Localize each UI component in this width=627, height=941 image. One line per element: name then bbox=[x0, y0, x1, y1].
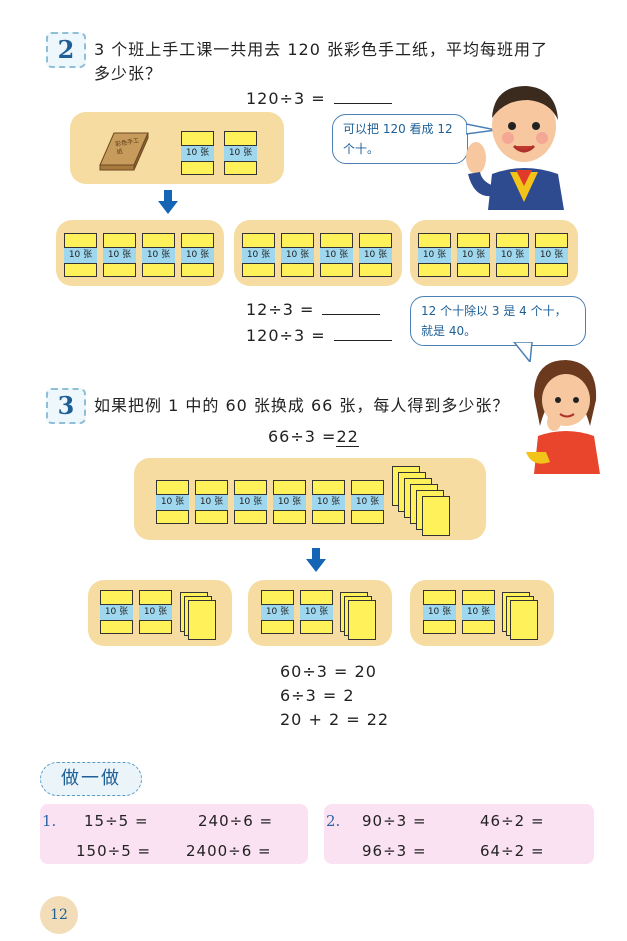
step-equation: 60÷3 = 20 bbox=[280, 662, 377, 681]
bubble-tail-icon bbox=[466, 123, 496, 135]
pack-label: 10 张 bbox=[139, 604, 172, 621]
pack-10: 10 张 bbox=[181, 131, 214, 175]
exercise: 2400÷6 = bbox=[186, 842, 272, 860]
pack-label: 10 张 bbox=[462, 604, 495, 621]
pack-label: 10 张 bbox=[535, 247, 568, 264]
pack-10: 10 张 bbox=[224, 131, 257, 175]
example-2-badge: 2 bbox=[46, 32, 86, 68]
pack-label: 10 张 bbox=[273, 494, 306, 511]
exercise: 150÷5 = bbox=[76, 842, 152, 860]
example-2-question-line2: 多少张？ bbox=[94, 64, 163, 83]
pack-10: 10 张 bbox=[181, 233, 214, 277]
equation-text: 66÷3 = bbox=[268, 427, 337, 446]
pack-10: 10 张 bbox=[300, 590, 333, 634]
practice-box-2 bbox=[324, 804, 594, 864]
pack-10: 10 张 bbox=[139, 590, 172, 634]
equation-120-div-3-bottom: 120÷3 = bbox=[246, 326, 392, 345]
pack-label: 10 张 bbox=[100, 604, 133, 621]
pack-label: 10 张 bbox=[351, 494, 384, 511]
step-equation: 6÷3 = 2 bbox=[280, 686, 355, 705]
practice-title: 做一做 bbox=[40, 762, 142, 796]
girl-illustration bbox=[526, 360, 600, 474]
equation-66-div-3: 66÷3 =22 bbox=[268, 427, 359, 447]
equation-120-div-3-top: 120÷3 = bbox=[246, 89, 392, 108]
example-2-question-line1: 3 个班上手工课一共用去 120 张彩色手工纸，平均每班用了 bbox=[94, 40, 548, 59]
pack-label: 10 张 bbox=[64, 247, 97, 264]
pack-label: 10 张 bbox=[142, 247, 175, 264]
exercise: 90÷3 = bbox=[362, 812, 427, 830]
practice-box-1 bbox=[40, 804, 308, 864]
loose-sheet bbox=[510, 600, 538, 640]
pack-label: 10 张 bbox=[423, 604, 456, 621]
pack-10: 10 张 bbox=[273, 480, 306, 524]
example-3-badge: 3 bbox=[46, 388, 86, 424]
boy-illustration bbox=[466, 86, 564, 210]
pack-10: 10 张 bbox=[423, 590, 456, 634]
loose-sheet bbox=[188, 600, 216, 640]
pack-10: 10 张 bbox=[261, 590, 294, 634]
pack-10: 10 张 bbox=[457, 233, 490, 277]
pack-10: 10 张 bbox=[100, 590, 133, 634]
step-equation: 20 + 2 = 22 bbox=[280, 710, 390, 729]
bubble-tail-icon bbox=[513, 342, 533, 362]
pack-10: 10 张 bbox=[142, 233, 175, 277]
pack-10: 10 张 bbox=[320, 233, 353, 277]
answer-blank bbox=[333, 326, 392, 341]
pack-10: 10 张 bbox=[359, 233, 392, 277]
pack-10: 10 张 bbox=[103, 233, 136, 277]
answer-blank bbox=[322, 300, 381, 315]
equation-answer: 22 bbox=[336, 427, 359, 447]
pack-10: 10 张 bbox=[496, 233, 529, 277]
pack-10: 10 张 bbox=[351, 480, 384, 524]
exercise: 240÷6 = bbox=[198, 812, 274, 830]
pack-label: 10 张 bbox=[181, 247, 214, 264]
pack-label: 10 张 bbox=[300, 604, 333, 621]
equation-text: 120÷3 = bbox=[246, 89, 326, 108]
equation-12-div-3: 12÷3 = bbox=[246, 300, 381, 319]
pack-10: 10 张 bbox=[195, 480, 228, 524]
pack-10: 10 张 bbox=[64, 233, 97, 277]
example-3-question: 如果把例 1 中的 60 张换成 66 张，每人得到多少张？ bbox=[94, 396, 510, 415]
speech-bubble-boy: 可以把 120 看成 12 个十。 bbox=[332, 114, 468, 164]
pack-label: 10 张 bbox=[496, 247, 529, 264]
answer-blank bbox=[333, 89, 392, 104]
loose-sheet bbox=[422, 496, 450, 536]
pack-10: 10 张 bbox=[312, 480, 345, 524]
pack-label: 10 张 bbox=[261, 604, 294, 621]
practice-number-2: 2. bbox=[326, 812, 341, 830]
exercise: 96÷3 = bbox=[362, 842, 427, 860]
down-arrow-icon bbox=[306, 548, 326, 572]
down-arrow-icon bbox=[158, 190, 178, 214]
paper-book: 彩色手工纸 bbox=[98, 125, 150, 171]
pack-label: 10 张 bbox=[418, 247, 451, 264]
exercise: 15÷5 = bbox=[84, 812, 149, 830]
pack-label: 10 张 bbox=[181, 145, 214, 162]
pack-label: 10 张 bbox=[320, 247, 353, 264]
pack-label: 10 张 bbox=[281, 247, 314, 264]
equation-text: 120÷3 = bbox=[246, 326, 326, 345]
pack-label: 10 张 bbox=[195, 494, 228, 511]
pack-10: 10 张 bbox=[418, 233, 451, 277]
loose-sheet bbox=[348, 600, 376, 640]
exercise: 46÷2 = bbox=[480, 812, 545, 830]
pack-10: 10 张 bbox=[535, 233, 568, 277]
exercise: 64÷2 = bbox=[480, 842, 545, 860]
pack-label: 10 张 bbox=[242, 247, 275, 264]
pack-label: 10 张 bbox=[156, 494, 189, 511]
practice-number-1: 1. bbox=[42, 812, 57, 830]
pack-label: 10 张 bbox=[359, 247, 392, 264]
pack-label: 10 张 bbox=[103, 247, 136, 264]
pack-label: 10 张 bbox=[234, 494, 267, 511]
speech-bubble-girl: 12 个十除以 3 是 4 个十，就是 40。 bbox=[410, 296, 586, 346]
pack-label: 10 张 bbox=[312, 494, 345, 511]
pack-10: 10 张 bbox=[281, 233, 314, 277]
pack-10: 10 张 bbox=[462, 590, 495, 634]
page-number: 12 bbox=[40, 896, 78, 934]
pack-label: 10 张 bbox=[457, 247, 490, 264]
pack-10: 10 张 bbox=[234, 480, 267, 524]
pack-10: 10 张 bbox=[242, 233, 275, 277]
pack-label: 10 张 bbox=[224, 145, 257, 162]
pack-10: 10 张 bbox=[156, 480, 189, 524]
equation-text: 12÷3 = bbox=[246, 300, 315, 319]
